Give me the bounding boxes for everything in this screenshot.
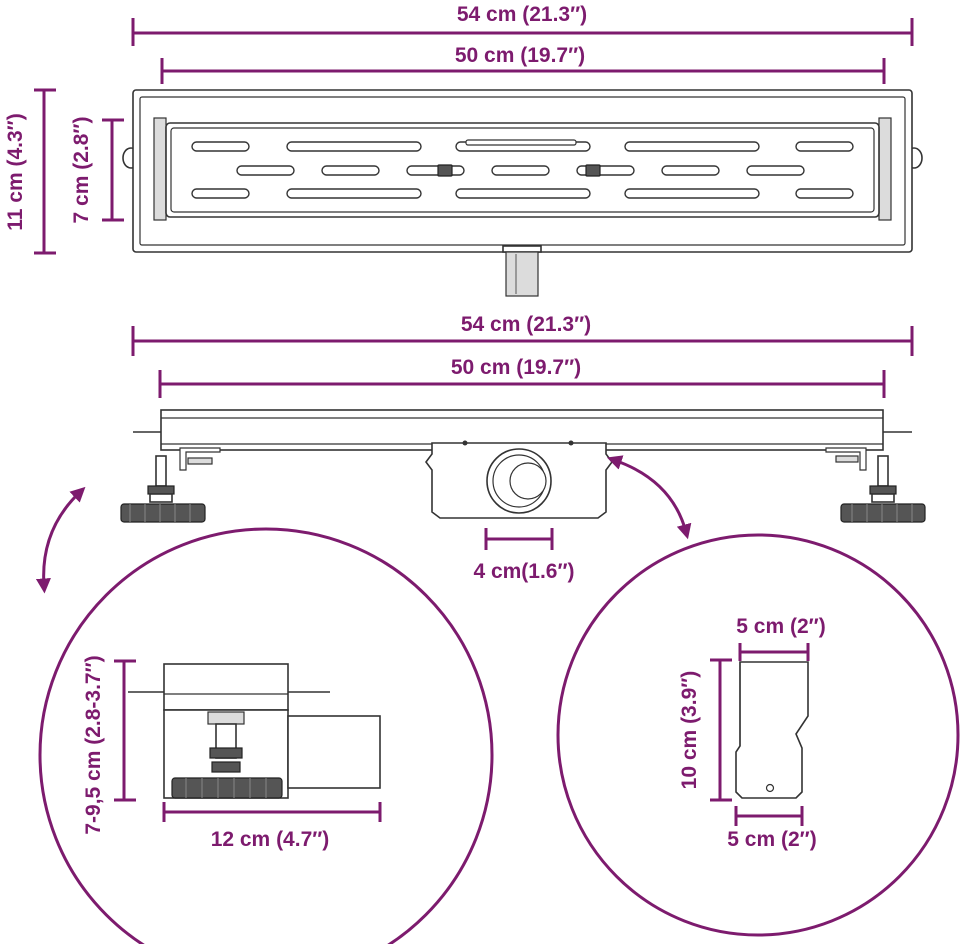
outlet-neck [502, 245, 542, 253]
right-end-cap [878, 117, 892, 221]
right-callout-arrow [606, 455, 692, 540]
side-overall-length-label: 54 cm (21.3″) [461, 313, 591, 336]
top-overall-width-label: 11 cm (4.3″) [4, 113, 27, 230]
left-adjustable-foot [120, 447, 221, 523]
detail-outlet-section [287, 715, 381, 789]
side-grate-length-label: 50 cm (19.7″) [451, 356, 581, 379]
detail-foot-base [171, 777, 283, 799]
left-end-cap [153, 117, 167, 221]
detail-right-frame [556, 533, 960, 937]
grate-slots [191, 139, 854, 199]
top-view: 54 cm (21.3″) 50 cm (19.7″) 11 cm (4.3″)… [4, 3, 923, 297]
detail-left: 7-9,5 cm (2.8-3.7″) 12 cm (4.7″) [38, 527, 494, 944]
side-view: 54 cm (21.3″) 50 cm (19.7″) [35, 313, 926, 594]
detail-right: 5 cm (2″) 10 cm (3.9″) 5 cm (2″) [556, 533, 960, 937]
depth-label: 12 cm (4.7″) [211, 828, 330, 851]
top-overall-length-label: 54 cm (21.3″) [457, 3, 587, 26]
left-callout-arrow [35, 486, 86, 594]
right-adjustable-foot [825, 447, 926, 523]
detail-grate-section [163, 663, 289, 711]
outlet-pipe [505, 251, 539, 297]
top-width-label: 5 cm (2″) [736, 615, 825, 638]
outlet-pipe-profile [735, 661, 809, 799]
top-grate-length-label: 50 cm (19.7″) [455, 44, 585, 67]
outlet-diameter-label: 4 cm(1.6″) [473, 560, 574, 583]
top-grate-width-label: 7 cm (2.8″) [70, 117, 93, 224]
detail-left-frame [38, 527, 494, 944]
bottom-width-label: 5 cm (2″) [727, 828, 816, 851]
pipe-height-label: 10 cm (3.9″) [678, 671, 701, 790]
height-range-label: 7-9,5 cm (2.8-3.7″) [82, 655, 105, 834]
